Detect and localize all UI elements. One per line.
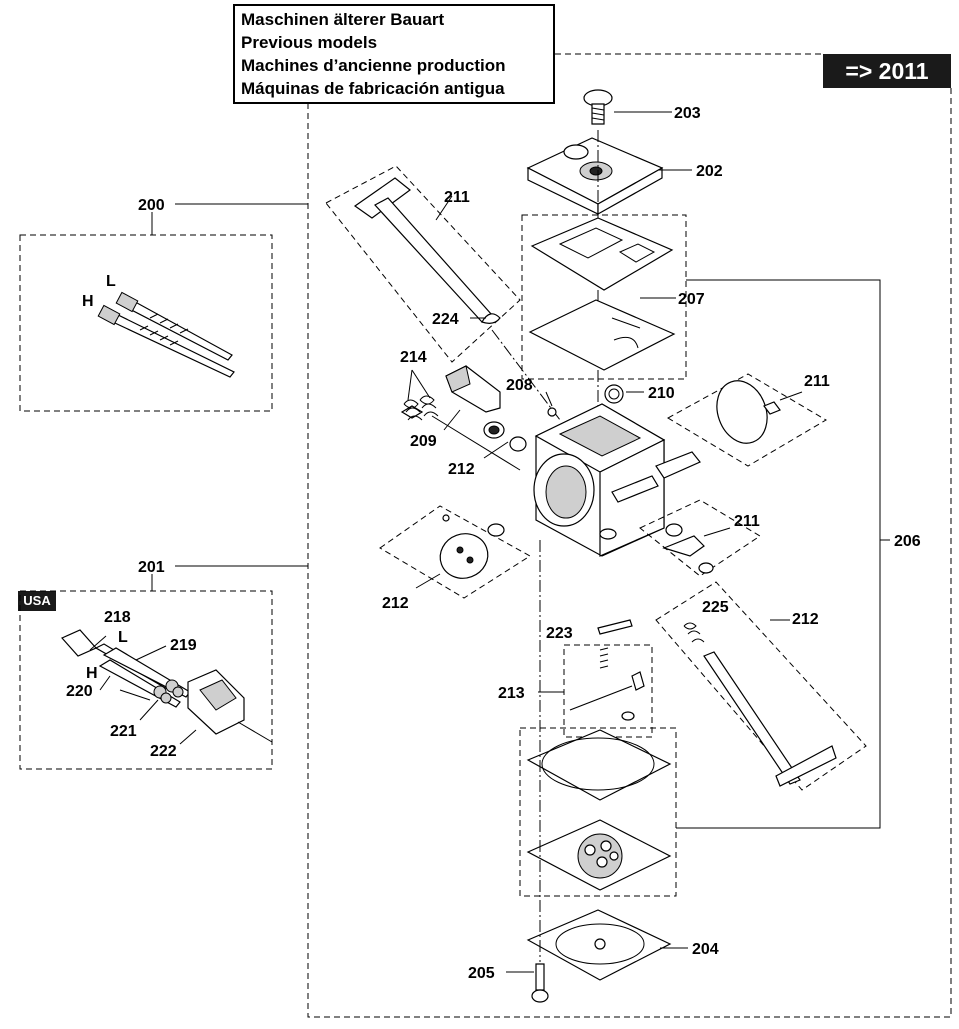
callout-212-c: 212 — [792, 611, 819, 628]
throttle-shaft-211 — [353, 177, 501, 324]
box-211-shaft — [325, 165, 521, 363]
choke-shaft-212 — [683, 622, 837, 787]
callout-222: 222 — [150, 743, 177, 760]
adjusting-needles-200 — [97, 291, 235, 378]
inlet-needle-213 — [569, 647, 645, 721]
callout-201: 201 — [138, 559, 165, 576]
callout-206: 206 — [894, 533, 921, 550]
callout-211-b: 211 — [804, 373, 830, 390]
box-207 — [521, 214, 687, 380]
main-dashed-frame — [307, 53, 952, 1018]
callout-202: 202 — [696, 163, 723, 180]
callout-209: 209 — [410, 433, 437, 450]
box-213 — [563, 644, 653, 738]
label-H-top: H — [82, 293, 94, 310]
box-211-plate — [666, 373, 827, 467]
year-badge: => 2011 — [823, 54, 951, 88]
callout-212-b: 212 — [382, 595, 409, 612]
callout-205: 205 — [468, 965, 495, 982]
carburetor-body — [533, 403, 701, 557]
box-212-shaft — [655, 581, 867, 791]
box-204-gaskets — [519, 727, 677, 897]
gasket-207 — [528, 217, 676, 371]
callout-210: 210 — [648, 385, 675, 402]
pump-cover-204 — [526, 909, 672, 981]
box-211-lever — [639, 499, 761, 577]
callout-214: 214 — [400, 349, 427, 366]
title-line-fr: Machines d’ancienne production — [241, 56, 506, 75]
callout-221: 221 — [110, 723, 137, 740]
choke-plate-212 — [439, 514, 505, 579]
callout-208: 208 — [506, 377, 533, 394]
title-line-es: Máquinas de fabricación antigua — [241, 79, 505, 98]
screw-203 — [583, 89, 613, 125]
callout-220: 220 — [66, 683, 93, 700]
label-L-bottom: L — [118, 629, 128, 646]
callout-219: 219 — [170, 637, 197, 654]
callout-203: 203 — [674, 105, 701, 122]
label-H-bottom: H — [86, 665, 98, 682]
callout-225: 225 — [702, 599, 729, 616]
callout-204: 204 — [692, 941, 719, 958]
callout-224: 224 — [432, 311, 459, 328]
title-box: Maschinen älterer Bauart Previous models… — [233, 4, 555, 104]
diaphragm-gaskets — [526, 729, 672, 891]
callout-218: 218 — [104, 609, 131, 626]
screen-210 — [604, 384, 624, 404]
throttle-plate-211 — [716, 380, 781, 444]
usa-badge: USA — [18, 591, 56, 611]
usa-adjusting-kit-201 — [61, 629, 273, 743]
fitting-212-small — [483, 421, 527, 452]
box-201 — [19, 590, 273, 770]
callout-211-c: 211 — [734, 513, 760, 530]
callout-207: 207 — [678, 291, 705, 308]
lever-211 — [662, 523, 714, 574]
pin-223 — [597, 619, 633, 635]
callout-223: 223 — [546, 625, 573, 642]
callout-200: 200 — [138, 197, 165, 214]
screw-205 — [531, 963, 549, 1003]
needle-209 — [445, 365, 501, 413]
label-L-top: L — [106, 273, 116, 290]
callout-213: 213 — [498, 685, 525, 702]
title-line-en: Previous models — [241, 33, 378, 52]
bracket-206 — [676, 279, 881, 829]
title-line-de: Maschinen älterer Bauart — [241, 10, 445, 29]
callout-212-a: 212 — [448, 461, 475, 478]
springs-214 — [400, 395, 439, 421]
pump-cover-202 — [526, 137, 664, 216]
box-200 — [19, 234, 273, 412]
ball-208 — [547, 407, 557, 417]
callout-211-a: 211 — [444, 189, 470, 206]
